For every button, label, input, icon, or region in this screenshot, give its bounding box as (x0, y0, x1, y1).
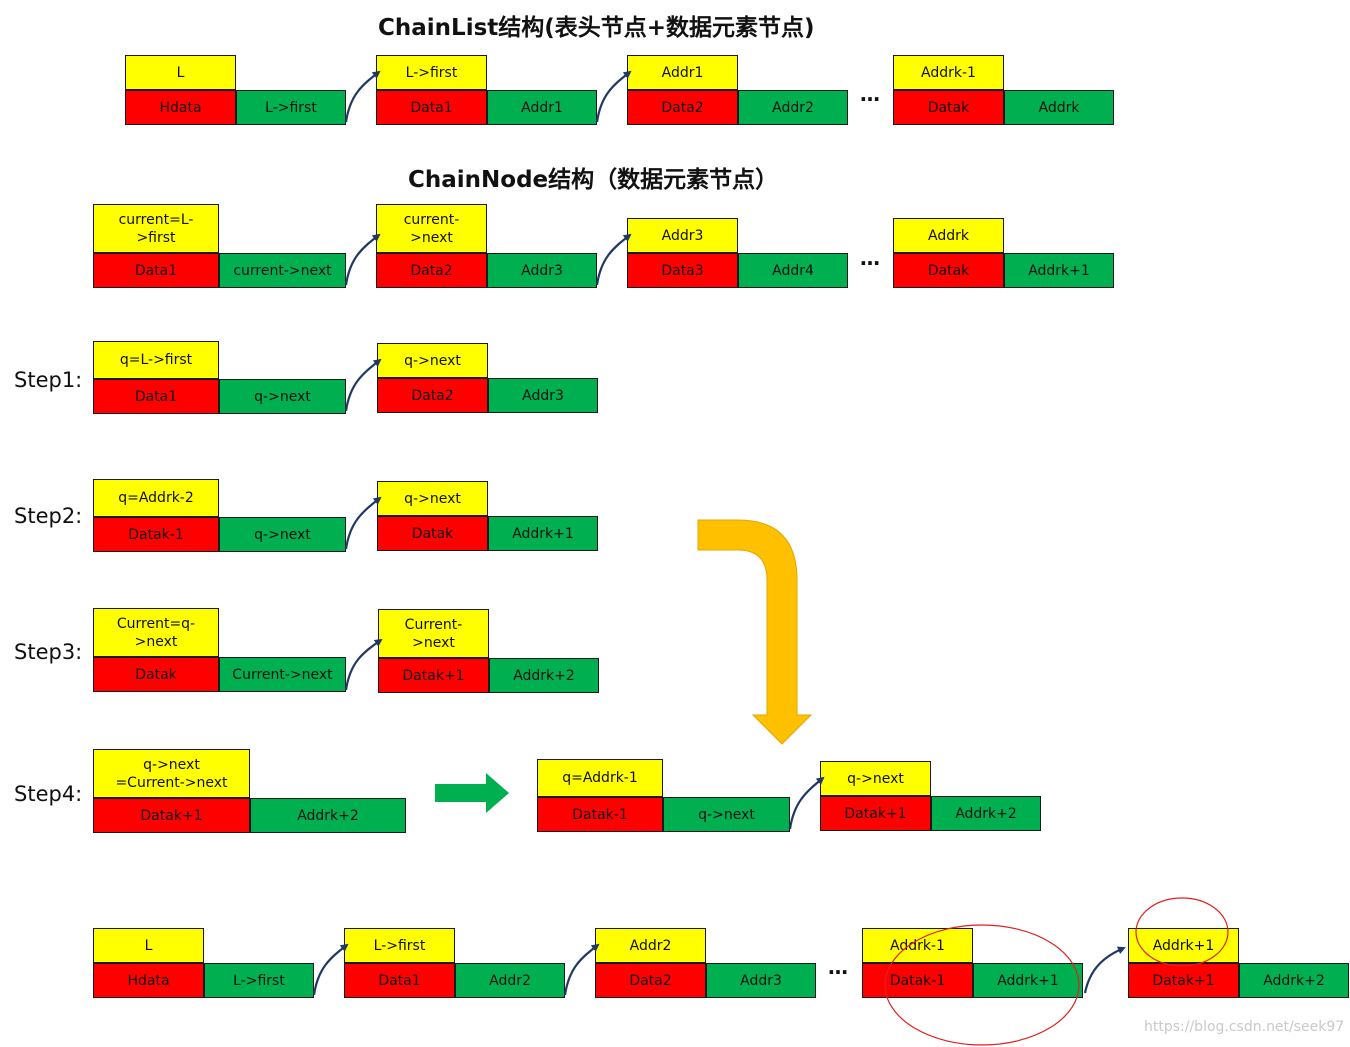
watermark: https://blog.csdn.net/seek97 (1144, 1019, 1345, 1035)
link-arrow (344, 233, 381, 286)
node-data-cell: Data1 (344, 963, 455, 998)
step1-label: Step1: (14, 368, 83, 392)
node-data-cell: Datak-1 (537, 797, 663, 832)
node-top-cell: q->next (820, 761, 931, 796)
node-top-cell: Current- >next (378, 609, 489, 658)
node-top-cell: Addrk+1 (1128, 928, 1239, 963)
node-link-cell: Addr1 (487, 90, 597, 125)
node-top-cell: current- >next (376, 204, 487, 253)
highlight-circle (884, 924, 1080, 1046)
node-top-cell: Addrk-1 (862, 928, 973, 963)
node-data-cell: Data2 (627, 90, 738, 125)
node-data-cell: Data2 (595, 963, 706, 998)
node-data-cell: Data2 (376, 253, 487, 288)
node-data-cell: Datak+1 (820, 796, 931, 831)
highlight-circle (1135, 897, 1229, 967)
node-data-cell: Hdata (125, 90, 236, 125)
node-link-cell: Addrk+1 (488, 516, 598, 551)
node-data-cell: Datak+1 (1128, 963, 1239, 998)
node-link-cell: q->next (219, 379, 346, 414)
chainnode-title: ChainNode结构（数据元素节点） (408, 167, 779, 193)
node-data-cell: Data1 (93, 253, 219, 288)
node-link-cell: Addr2 (455, 963, 565, 998)
node-top-cell: L (125, 55, 236, 90)
node-top-cell: current=L- >first (93, 204, 219, 253)
node-top-cell: L->first (344, 928, 455, 963)
node-link-cell: Addrk+1 (973, 963, 1083, 998)
node-data-cell: Datak+1 (93, 798, 250, 833)
node-link-cell: Addrk+2 (250, 798, 406, 833)
step2-label: Step2: (14, 504, 83, 528)
node-link-cell: Addrk (1004, 90, 1114, 125)
node-link-cell: Addr3 (488, 378, 598, 413)
link-arrow (344, 70, 381, 123)
ellipsis: … (828, 955, 849, 979)
link-arrow (344, 358, 382, 412)
node-link-cell: Addrk+2 (1239, 963, 1349, 998)
node-top-cell: Addr2 (595, 928, 706, 963)
node-link-cell: Addr3 (487, 253, 597, 288)
node-top-cell: Addrk (893, 218, 1004, 253)
node-top-cell: q=Addrk-2 (93, 479, 219, 517)
node-top-cell: q->next (377, 481, 488, 516)
node-data-cell: Hdata (93, 963, 204, 998)
node-top-cell: Addrk-1 (893, 55, 1004, 90)
node-link-cell: q->next (219, 517, 346, 552)
node-data-cell: Data2 (377, 378, 488, 413)
chainlist-title: ChainList结构(表头节点+数据元素节点) (378, 15, 815, 41)
node-data-cell: Datak (893, 253, 1004, 288)
transition-arrow (697, 519, 813, 745)
link-arrow (312, 943, 349, 996)
link-arrow (344, 638, 383, 691)
node-data-cell: Datak (377, 516, 488, 551)
node-link-cell: Addr3 (706, 963, 816, 998)
node-top-cell: q=Addrk-1 (537, 759, 663, 797)
step3-label: Step3: (14, 640, 83, 664)
node-data-cell: Datak (893, 90, 1004, 125)
ellipsis: … (860, 82, 881, 106)
node-link-cell: q->next (663, 797, 790, 832)
node-data-cell: Data1 (93, 379, 219, 414)
ellipsis: … (860, 246, 881, 270)
link-arrow (595, 233, 632, 286)
node-top-cell: Current=q- >next (93, 608, 219, 657)
node-top-cell: Addr1 (627, 55, 738, 90)
node-data-cell: Datak+1 (378, 658, 489, 693)
link-arrow (595, 70, 632, 123)
node-data-cell: Datak-1 (862, 963, 973, 998)
node-link-cell: Addrk+2 (931, 796, 1041, 831)
link-arrow (344, 496, 382, 550)
node-link-cell: Current->next (219, 657, 346, 692)
right-arrow (435, 773, 509, 813)
node-top-cell: q->next =Current->next (93, 749, 250, 798)
link-arrow (563, 943, 600, 996)
step4-label: Step4: (14, 782, 83, 806)
node-link-cell: L->first (204, 963, 314, 998)
node-data-cell: Data3 (627, 253, 738, 288)
node-link-cell: Addrk+2 (489, 658, 599, 693)
node-top-cell: q->next (377, 343, 488, 378)
node-link-cell: current->next (219, 253, 346, 288)
node-link-cell: L->first (236, 90, 346, 125)
node-link-cell: Addr2 (738, 90, 848, 125)
node-link-cell: Addrk+1 (1004, 253, 1114, 288)
node-data-cell: Datak-1 (93, 517, 219, 552)
link-arrow (1083, 946, 1126, 994)
node-top-cell: L (93, 928, 204, 963)
node-link-cell: Addr4 (738, 253, 848, 288)
link-arrow (788, 776, 825, 830)
node-data-cell: Data1 (376, 90, 487, 125)
node-top-cell: q=L->first (93, 341, 219, 379)
node-data-cell: Datak (93, 657, 219, 692)
